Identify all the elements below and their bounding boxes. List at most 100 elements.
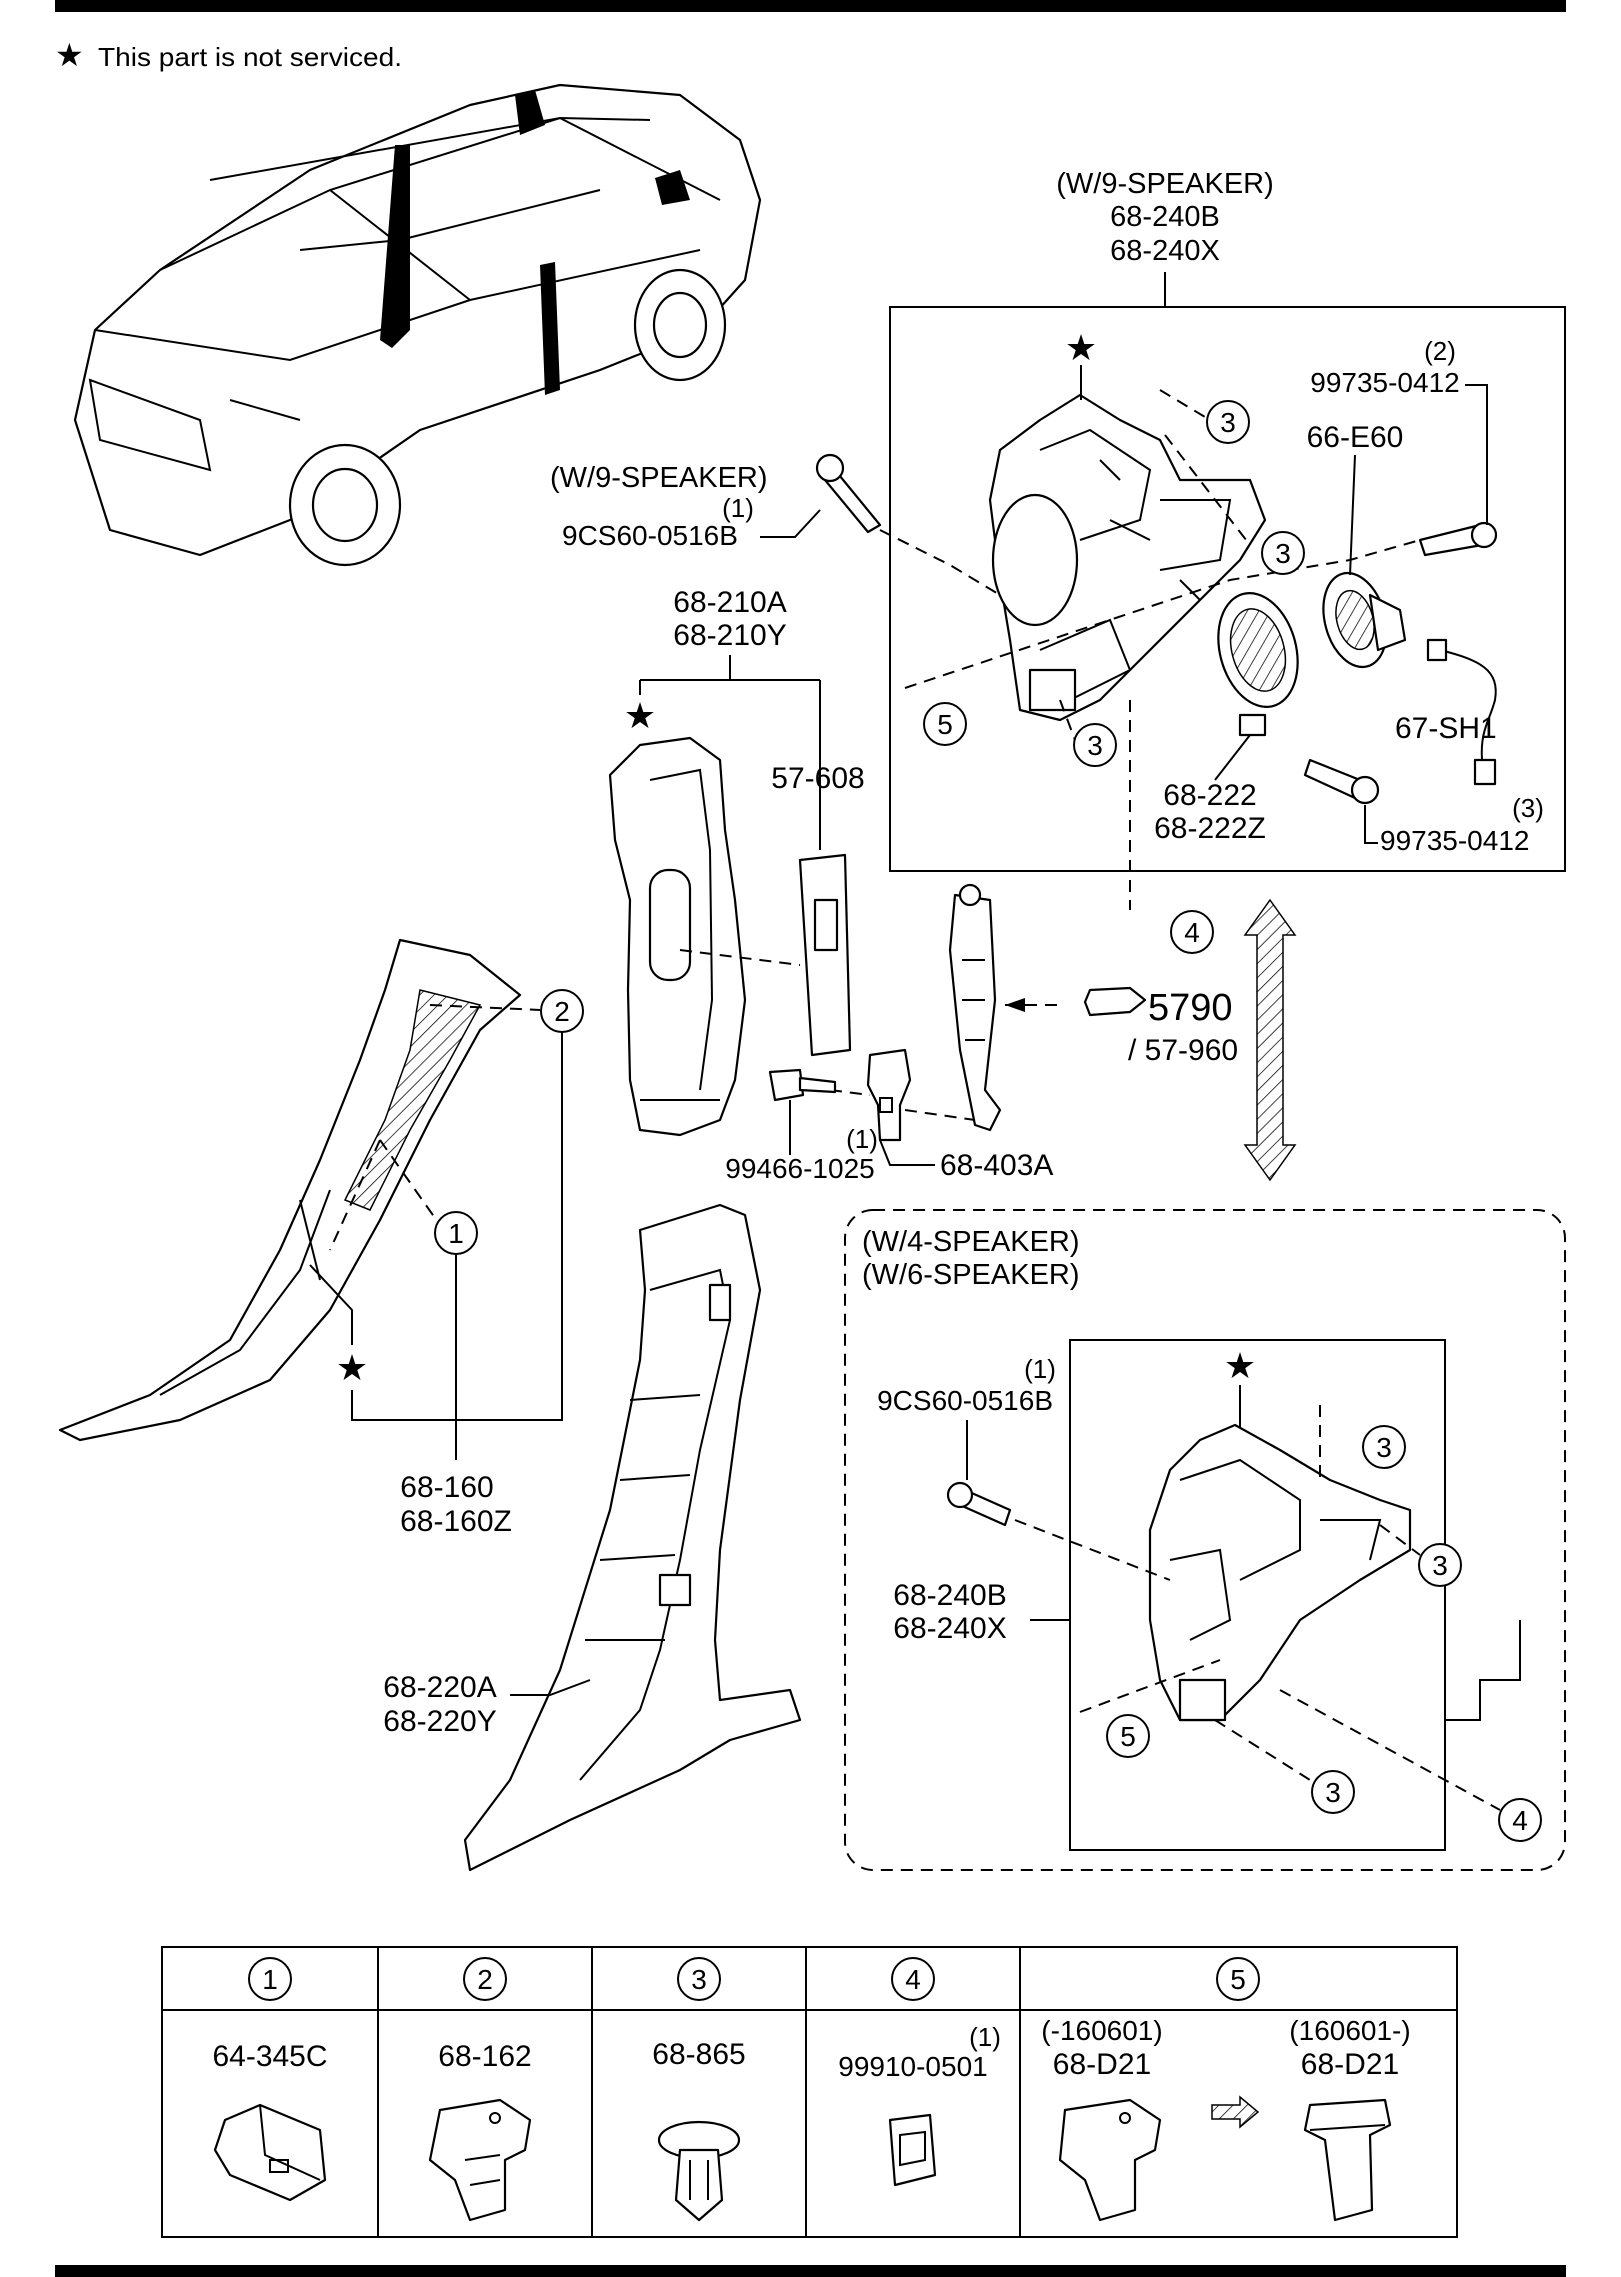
w46-group-frame [844,1209,1566,1871]
seatbelt-ref-icon [1083,986,1147,1017]
bpu-star: ★ [624,695,656,736]
svg-text:2: 2 [477,1964,493,1995]
w9-callout-3c: 3 [1073,723,1117,767]
clip-68-D21-new-icon [1303,2098,1392,2222]
bottom-border-bar [55,2265,1566,2277]
svg-text:4: 4 [905,1964,921,1995]
w9-screw-header: (W/9-SPEAKER) [550,462,768,494]
cell-5-left-date: (-160601) [1041,2015,1162,2046]
w9-callout-3a: 3 [1206,400,1250,444]
w46-callout-5: 5 [1106,1714,1150,1758]
apillar-part-1: 68-160 [400,1471,493,1504]
w46-screw [946,1481,1012,1527]
seatbelt-bracket [948,883,1002,1132]
w9-part-1: 68-240B [1110,201,1220,233]
w9-screw-3-label: 99735-0412 [1380,825,1529,856]
w9-speaker-housing [988,393,1267,722]
w9-housing-star: ★ [1065,327,1097,368]
cell-1-part: 64-345C [212,2040,327,2073]
svg-text:4: 4 [1512,1805,1528,1836]
w46-callout-3a: 3 [1362,1425,1406,1469]
table-header-1: 1 [248,1957,292,2001]
cell-4-qty: (1) [969,2022,1001,2052]
w46-callout-3c: 3 [1311,1770,1355,1814]
svg-text:5: 5 [1230,1964,1246,1995]
w9-callout-4: 4 [1170,910,1214,954]
bolt-part: 99466-1025 [725,1153,874,1184]
w9-harness [1426,638,1497,786]
w46-header-2: (W/6-SPEAKER) [862,1259,1080,1291]
w9-screw-2 [1418,521,1498,557]
w9-qty-3: (3) [1512,793,1544,823]
separator-double-arrow [1243,898,1297,1182]
a-pillar-trim [58,938,522,1442]
w46-header-1: (W/4-SPEAKER) [862,1226,1080,1258]
apillar-part-2: 68-160Z [400,1505,512,1538]
clip-68-D21-old-icon [1058,2098,1162,2222]
bracket-68-403A [866,1048,912,1142]
cell-5-right-date: (160601-) [1289,2015,1410,2046]
svg-text:3: 3 [1087,730,1103,761]
supersede-arrow-icon [1211,2095,1260,2129]
note-text: This part is not serviced. [98,42,402,72]
w9-qty-2: (2) [1424,336,1456,366]
w9-screw-3 [1303,758,1380,805]
svg-text:2: 2 [554,996,570,1027]
cell-5-right-part: 68-D21 [1301,2048,1399,2081]
w9-screw-part: 9CS60-0516B [562,520,738,551]
w46-speaker-housing [1148,1423,1412,1722]
b-pillar-upper-trim [608,736,747,1137]
note-star: ★ [55,37,84,73]
svg-text:3: 3 [1376,1432,1392,1463]
clip-table [161,1946,1458,2238]
table-header-2: 2 [463,1957,507,2001]
svg-text:3: 3 [1432,1550,1448,1581]
bracket-label: 68-403A [940,1149,1053,1182]
w9-screw-1 [815,453,882,534]
bpu-part-2: 68-210Y [673,619,786,652]
w9-tweeter-part-2: 68-222Z [1154,812,1266,845]
apillar-callout-2: 2 [540,989,584,1033]
clip-64-345C-icon [213,2103,327,2202]
w9-screw-2-label: 99735-0412 [1310,367,1459,398]
cell-4-part: 99910-0501 [838,2051,987,2082]
bpl-part-1: 68-220A [383,1671,496,1704]
cell-3-part: 68-865 [652,2038,745,2071]
table-header-4: 4 [891,1957,935,2001]
w9-screw-qty: (1) [722,493,754,523]
bpu-strip-label: 57-608 [771,762,864,795]
w9-speaker-unit [1322,571,1407,669]
svg-text:1: 1 [448,1218,464,1249]
svg-text:5: 5 [1120,1721,1136,1752]
svg-text:3: 3 [1325,1777,1341,1808]
svg-text:1: 1 [262,1964,278,1995]
w9-part-2: 68-240X [1110,235,1220,267]
svg-text:3: 3 [691,1964,707,1995]
w46-part-2: 68-240X [893,1612,1006,1645]
w46-part-1: 68-240B [893,1579,1006,1612]
w9-tweeter [1217,592,1299,737]
svg-text:3: 3 [1275,538,1291,569]
w46-screw-qty: (1) [1024,1354,1056,1384]
w46-housing-star: ★ [1224,1345,1256,1386]
top-border-bar [55,0,1566,12]
car-illustration [73,83,762,567]
apillar-star: ★ [336,1347,368,1388]
strip-57-608 [798,853,852,1057]
w9-header: (W/9-SPEAKER) [1056,168,1274,200]
clip-68-162-icon [428,2098,532,2222]
cell-2-part: 68-162 [438,2040,531,2073]
w46-callout-3b: 3 [1418,1543,1462,1587]
w46-inner-frame [1069,1339,1446,1851]
w9-callout-3b: 3 [1261,531,1305,575]
clip-99910-0501-icon [888,2113,937,2187]
svg-text:4: 4 [1184,917,1200,948]
svg-text:5: 5 [937,709,953,740]
table-header-3: 3 [677,1957,721,2001]
w46-screw-part: 9CS60-0516B [877,1385,1053,1416]
w9-tweeter-part-1: 68-222 [1163,779,1256,812]
bpu-part-1: 68-210A [673,586,786,619]
w9-callout-5: 5 [923,702,967,746]
svg-text:3: 3 [1220,407,1236,438]
